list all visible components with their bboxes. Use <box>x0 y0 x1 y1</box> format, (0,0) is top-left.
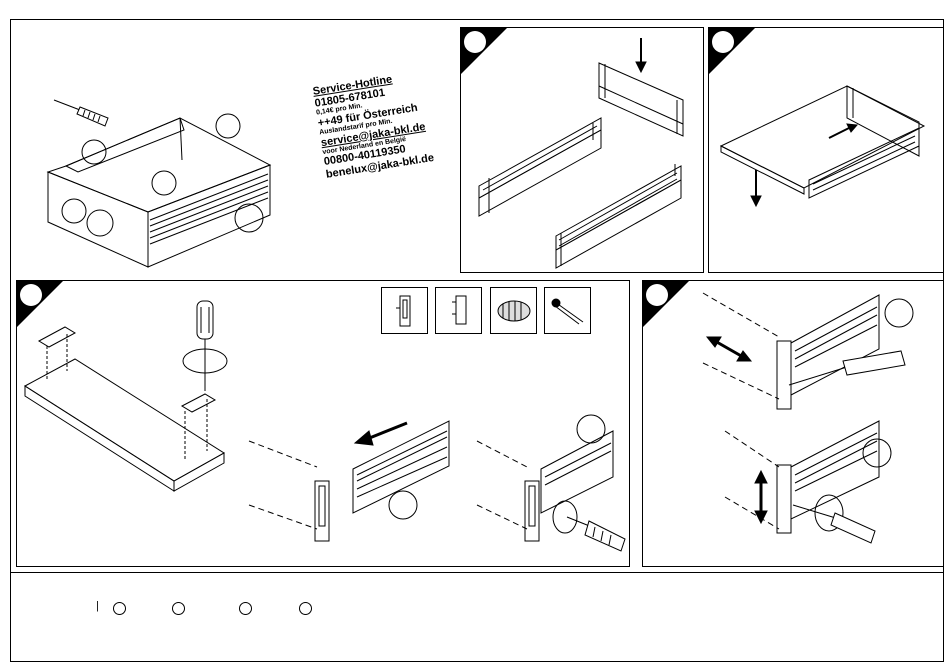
arrow-down-icon <box>636 38 646 72</box>
screwdriver-icon <box>54 100 108 126</box>
legend-circle <box>113 602 126 615</box>
step-panel-1 <box>460 27 704 273</box>
step-4-illustration <box>643 281 944 567</box>
part-box-bracket <box>381 287 428 334</box>
service-hotline-block: Service-Hotline 01805-678101 0,14€ pro M… <box>312 69 435 181</box>
screw-part-icon <box>545 288 592 335</box>
legend-circle <box>299 602 312 615</box>
legend-circle <box>172 602 185 615</box>
clip-part-icon <box>436 288 483 335</box>
arrow-double-vertical-icon <box>755 471 767 523</box>
rotation-arrow-icon <box>553 501 577 533</box>
arrow-double-horizontal-icon <box>707 337 751 361</box>
legend-mark: | <box>96 600 99 612</box>
step-3-illustration <box>17 281 630 567</box>
step-panel-2 <box>708 27 944 273</box>
part-box-clip <box>435 287 482 334</box>
screwdriver-icon <box>793 505 875 543</box>
screwdriver-icon <box>567 517 625 551</box>
bracket-part-icon <box>382 288 429 335</box>
dowel-part-icon <box>491 288 538 335</box>
step-1-illustration <box>461 28 704 273</box>
arrow-down-icon <box>751 170 761 206</box>
arrow-left-icon <box>355 423 407 445</box>
part-box-screw <box>544 287 591 334</box>
legend-divider <box>10 572 944 573</box>
step-panel-4 <box>642 280 944 567</box>
part-box-dowel <box>490 287 537 334</box>
screwdriver-icon <box>789 351 905 385</box>
arrow-right-icon <box>829 124 857 138</box>
screwdriver-icon <box>197 301 213 391</box>
step-2-illustration <box>709 28 944 273</box>
legend-circle <box>239 602 252 615</box>
